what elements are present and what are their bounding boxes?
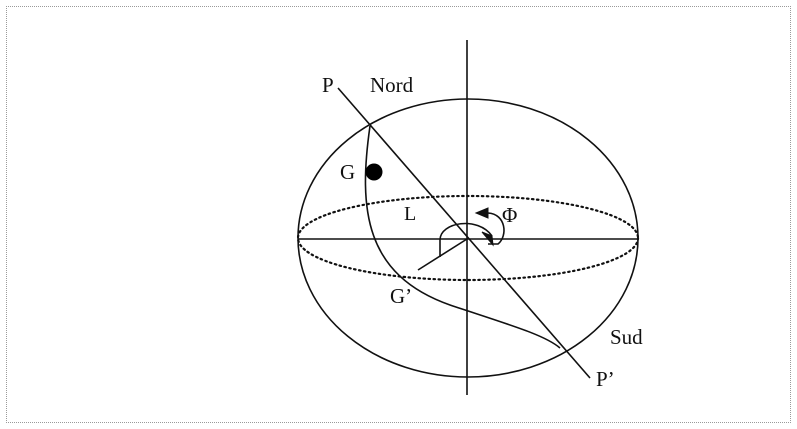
line-center-to-gprime [417,238,468,271]
label-g: G [340,160,355,184]
label-sud: Sud [610,325,643,349]
point-g [365,163,383,181]
label-p: P [322,73,334,97]
label-phi: Φ [502,203,517,227]
label-nord: Nord [370,73,414,97]
label-l: L [404,203,416,225]
angle-arc-phi-arrowhead [474,207,489,219]
polar-axis [337,87,591,379]
meridian-curve [364,125,561,349]
angle-arc-l-arrowhead [481,231,494,247]
angle-arc-l [439,222,493,257]
label-g-prime: G’ [390,284,412,308]
angle-arc-phi [487,212,505,245]
equator-dotted [296,194,640,282]
label-p-prime: P’ [596,367,615,391]
figure-frame [6,6,791,423]
